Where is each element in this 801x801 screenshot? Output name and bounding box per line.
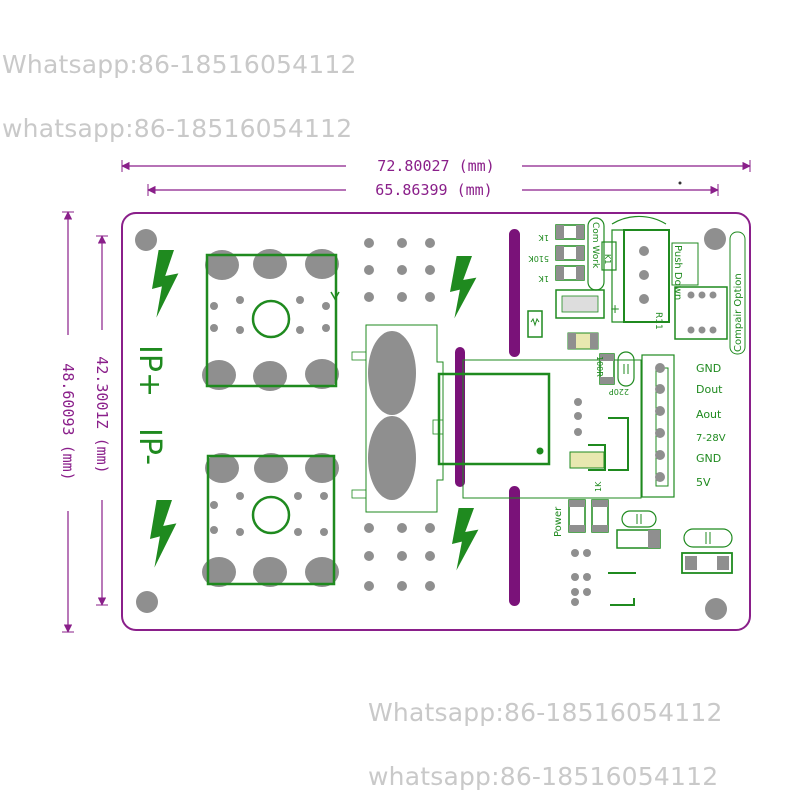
power-label: Power bbox=[553, 506, 564, 537]
power-led bbox=[568, 499, 586, 533]
bottom-traces bbox=[608, 572, 636, 606]
res-100r-label: 100R bbox=[595, 356, 604, 377]
pin-label-aout: Aout bbox=[696, 408, 722, 421]
mounting-holes bbox=[135, 228, 727, 620]
res-1k-mid-label: 1K bbox=[538, 274, 549, 283]
res-1k-top-label: 1K bbox=[538, 233, 549, 242]
ip-plus-label: IP+ bbox=[132, 345, 167, 397]
lightning-icon-bottom-right bbox=[452, 508, 479, 571]
electrolytic-capacitor bbox=[555, 289, 605, 319]
dimension-height-outer: 48.60093 (mm) bbox=[58, 211, 78, 633]
k1-diode bbox=[601, 241, 617, 271]
smd-resistor-left bbox=[527, 310, 543, 338]
com-work-label: Com Work bbox=[590, 222, 600, 269]
lightning-icon-top-right bbox=[450, 256, 477, 319]
bottom-vias bbox=[571, 549, 591, 606]
smd-capacitor-mid bbox=[567, 332, 599, 350]
res-510k-label: 510K bbox=[528, 254, 549, 263]
resistor-100r bbox=[599, 353, 615, 385]
lightning-icon-bottom-left bbox=[150, 500, 177, 568]
pin-label-dout: Dout bbox=[696, 383, 723, 396]
plus-sign: + bbox=[610, 302, 620, 316]
pin-labels: GND Dout Aout 7-28V GND 5V bbox=[696, 362, 726, 489]
pin-label-5v: 5V bbox=[696, 476, 711, 489]
pin-label-gnd-2: GND bbox=[696, 452, 721, 465]
push-down-label: Push Down bbox=[672, 245, 683, 300]
dimension-width-inner: 65.86399 (mm) bbox=[147, 181, 719, 199]
cap-220p-label: 220P bbox=[609, 387, 629, 396]
push-down-switch-outline bbox=[671, 242, 699, 286]
pin-label-gnd-1: GND bbox=[696, 362, 721, 375]
board-outline bbox=[121, 212, 751, 631]
k1-label: K1 bbox=[603, 254, 612, 264]
dot-marker bbox=[678, 181, 682, 185]
compair-option-outline bbox=[729, 231, 746, 355]
ip-minus-label: IP- bbox=[132, 428, 167, 465]
lightning-icon-top-left bbox=[152, 250, 179, 318]
dimension-height-inner-label: 42.3001Z (mm) bbox=[93, 356, 111, 473]
resistor-1k-bottom bbox=[591, 499, 609, 533]
capacitor-220p bbox=[617, 351, 635, 387]
r11-label: R11 bbox=[653, 312, 663, 330]
capacitor-bottom-4 bbox=[681, 552, 733, 574]
isolation-slots bbox=[455, 229, 520, 606]
capacitor-bottom-1 bbox=[621, 510, 657, 528]
watermark-bottom-2: whatsapp:86-18516054112 bbox=[368, 762, 719, 791]
watermark-top-1: Whatsapp:86-18516054112 bbox=[2, 50, 357, 79]
smd-tantalum bbox=[569, 417, 629, 471]
watermark-top-2: whatsapp:86-18516054112 bbox=[2, 114, 353, 143]
watermark-bottom-1: Whatsapp:86-18516054112 bbox=[368, 698, 723, 727]
dimension-height-inner: 42.3001Z (mm) bbox=[92, 235, 112, 606]
dimension-height-outer-label: 48.60093 (mm) bbox=[59, 363, 77, 480]
via-grid bbox=[364, 238, 435, 591]
compair-option-jumper bbox=[674, 286, 728, 340]
current-sensor-footprint bbox=[351, 324, 444, 513]
ic-footprint bbox=[437, 359, 642, 499]
pin-label-7-28v: 7-28V bbox=[696, 433, 726, 444]
dimension-width-inner-label: 65.86399 (mm) bbox=[375, 181, 492, 199]
compair-option-label: Compair Option bbox=[733, 273, 744, 352]
terminal-block-bottom bbox=[202, 453, 339, 587]
terminal-block-top bbox=[202, 249, 340, 391]
output-header bbox=[641, 354, 675, 498]
potentiometer-r11 bbox=[611, 215, 670, 323]
dimension-width-outer-label: 72.80027 (mm) bbox=[377, 157, 494, 175]
capacitor-bottom-2 bbox=[616, 529, 661, 549]
dimension-width-outer: 72.80027 (mm) bbox=[121, 156, 751, 175]
smd-resistors-top bbox=[555, 224, 585, 281]
capacitor-bottom-3 bbox=[683, 528, 733, 548]
res-1k-bottom-label: 1K bbox=[594, 481, 603, 492]
